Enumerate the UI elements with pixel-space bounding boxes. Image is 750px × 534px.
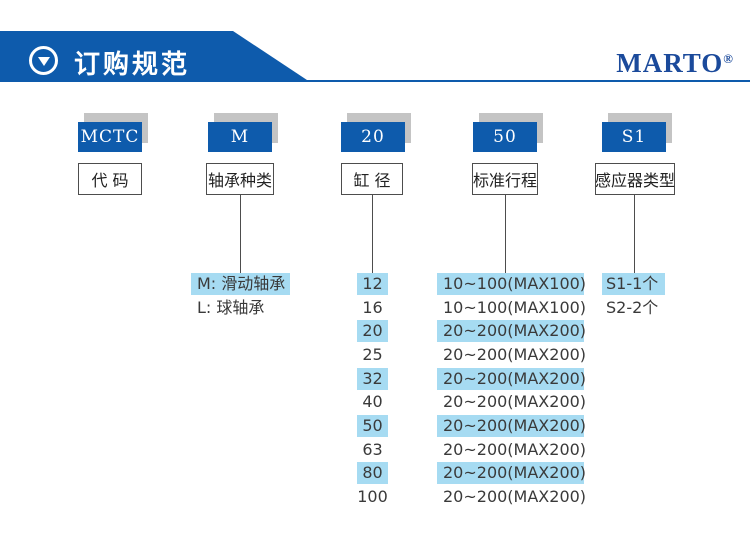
- option-text: 20~200(MAX200): [443, 344, 587, 364]
- option-text-highlighted: 10~100(MAX100): [437, 272, 586, 295]
- connector-line-bore: [372, 195, 373, 273]
- label-box-stroke: 标准行程: [472, 163, 538, 195]
- option-row: S2-2个: [602, 296, 665, 320]
- option-row: 63: [357, 438, 388, 462]
- registered-trademark-symbol: ®: [723, 51, 734, 66]
- option-text: S2-2个: [606, 297, 659, 317]
- option-text-highlighted: S1-1个: [602, 272, 665, 295]
- option-text-highlighted: 80: [357, 462, 388, 485]
- code-box-sensor: S1: [602, 122, 666, 152]
- option-row: 100: [357, 485, 388, 509]
- connector-line-bearing: [240, 195, 241, 273]
- option-row: 80: [357, 462, 388, 486]
- option-row: 20~200(MAX200): [437, 343, 587, 367]
- option-text: L: 球轴承: [197, 297, 265, 317]
- brand-logo: MARTO®: [616, 48, 734, 79]
- option-row: S1-1个: [602, 272, 665, 296]
- option-row: 16: [357, 296, 388, 320]
- option-row: 10~100(MAX100): [437, 272, 586, 296]
- option-text: 25: [362, 344, 383, 364]
- code-box-bearing: M: [208, 122, 272, 152]
- header-divider-line: [0, 80, 750, 82]
- down-triangle-glyph: [37, 56, 50, 66]
- down-triangle-circle-icon: [29, 46, 58, 75]
- option-text-highlighted: M: 滑动轴承: [191, 272, 290, 295]
- option-row: 20~200(MAX200): [437, 390, 587, 414]
- option-row: 20~200(MAX200): [437, 319, 586, 343]
- connector-line-sensor: [634, 195, 635, 273]
- code-box-bore: 20: [341, 122, 405, 152]
- option-row: 12: [357, 272, 388, 296]
- option-row: L: 球轴承: [191, 296, 290, 320]
- option-text: 100: [357, 487, 388, 507]
- brand-name: MARTO: [616, 48, 724, 78]
- option-text-highlighted: 20~200(MAX200): [437, 367, 586, 390]
- section-title: 订购规范: [74, 50, 191, 80]
- code-box-model: MCTC: [78, 122, 142, 152]
- option-text: 20~200(MAX200): [443, 487, 587, 507]
- option-row: 40: [357, 390, 388, 414]
- option-text: 20~200(MAX200): [443, 392, 587, 412]
- label-box-code: 代 码: [78, 163, 142, 195]
- option-row: 20~200(MAX200): [437, 485, 587, 509]
- connector-line-stroke: [505, 195, 506, 273]
- option-text-highlighted: 20: [357, 320, 388, 343]
- option-row: 10~100(MAX100): [437, 296, 587, 320]
- option-row: M: 滑动轴承: [191, 272, 290, 296]
- label-box-sensor: 感应器类型: [595, 163, 675, 195]
- option-text-highlighted: 20~200(MAX200): [437, 462, 586, 485]
- option-text-highlighted: 50: [357, 414, 388, 437]
- code-box-stroke: 50: [473, 122, 537, 152]
- options-list-stroke: 10~100(MAX100)10~100(MAX100) 20~200(MAX20…: [437, 272, 587, 509]
- option-text-highlighted: 12: [357, 272, 388, 295]
- option-row: 20~200(MAX200): [437, 462, 586, 486]
- option-row: 20~200(MAX200): [437, 367, 586, 391]
- option-row: 32: [357, 367, 388, 391]
- option-row: 25: [357, 343, 388, 367]
- label-box-bearing: 轴承种类: [206, 163, 274, 195]
- option-row: 20: [357, 319, 388, 343]
- option-text-highlighted: 32: [357, 367, 388, 390]
- option-text: 20~200(MAX200): [443, 439, 587, 459]
- option-text-highlighted: 20~200(MAX200): [437, 320, 586, 343]
- label-box-bore: 缸 径: [341, 163, 403, 195]
- option-text: 16: [362, 297, 383, 317]
- option-text: 10~100(MAX100): [443, 297, 587, 317]
- option-row: 50: [357, 414, 388, 438]
- option-text-highlighted: 20~200(MAX200): [437, 414, 586, 437]
- option-row: 20~200(MAX200): [437, 438, 587, 462]
- option-row: 20~200(MAX200): [437, 414, 586, 438]
- option-text: 63: [362, 439, 383, 459]
- option-text: 40: [362, 392, 383, 412]
